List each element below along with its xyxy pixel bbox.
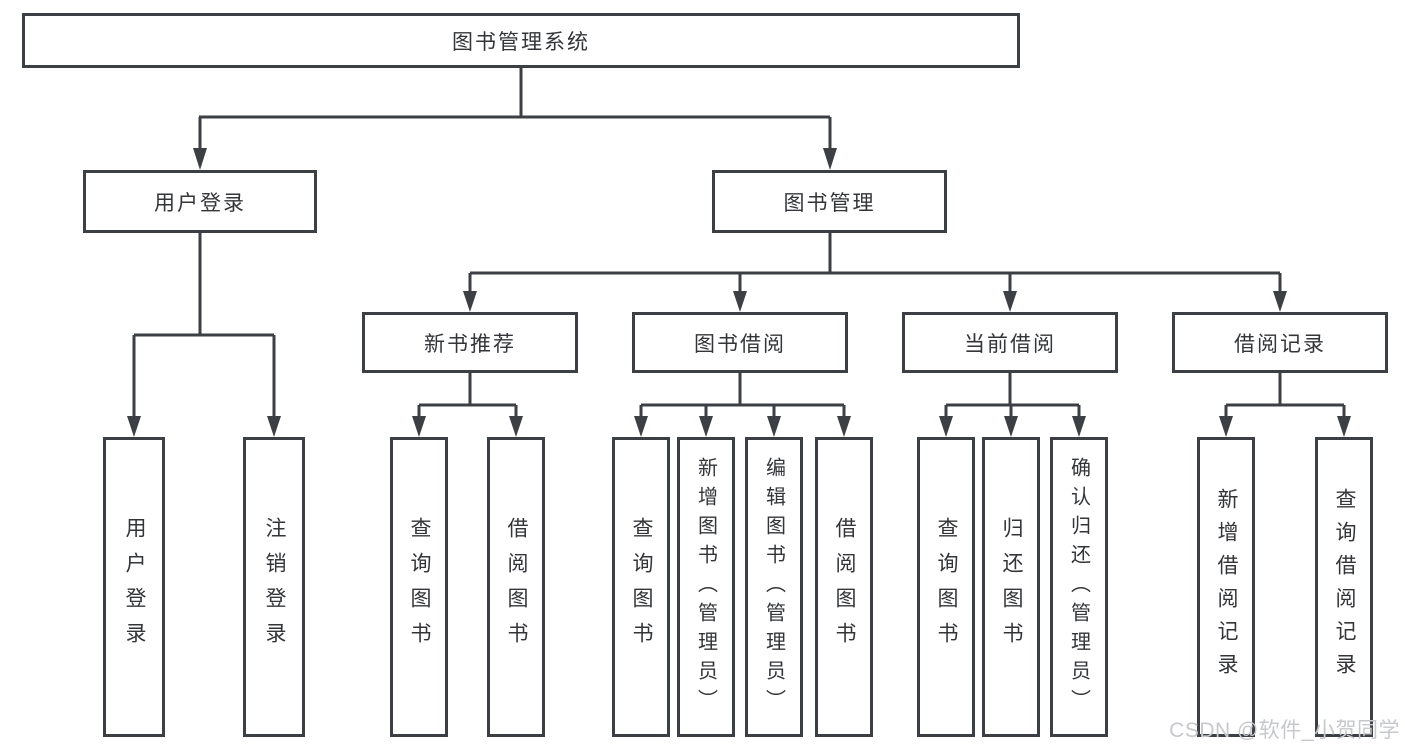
leaf-confirm-return-admin: 确认归还（管理员） (1050, 437, 1108, 737)
node-current-borrow: 当前借阅 (902, 312, 1118, 373)
leaf-recommend-query-books: 查询图书 (390, 437, 448, 737)
leaf-borrow-books-label: 借阅图书 (833, 517, 856, 657)
leaf-user-login: 用户登录 (103, 437, 165, 737)
node-book-management-label: 图书管理 (783, 191, 876, 215)
leaf-user-login-label: 用户登录 (123, 517, 146, 657)
node-root-label: 图书管理系统 (452, 30, 590, 54)
leaf-logout: 注销登录 (243, 437, 305, 737)
leaf-borrow-query-books-label: 查询图书 (630, 517, 653, 657)
leaf-edit-books-admin-label: 编辑图书（管理员） (762, 456, 785, 718)
leaf-current-query-books: 查询图书 (917, 437, 975, 737)
node-current-borrow-label: 当前借阅 (964, 332, 1056, 356)
leaf-edit-books-admin: 编辑图书（管理员） (745, 437, 803, 737)
leaf-add-borrow-record-label: 新增借阅记录 (1215, 488, 1238, 686)
leaf-current-query-books-label: 查询图书 (935, 517, 958, 657)
node-root: 图书管理系统 (22, 13, 1020, 68)
leaf-return-books-label: 归还图书 (1000, 517, 1023, 657)
arrowheads (127, 148, 1351, 437)
leaf-query-borrow-record-label: 查询借阅记录 (1333, 488, 1356, 686)
node-borrow-records-label: 借阅记录 (1234, 332, 1326, 356)
leaf-add-books-admin: 新增图书（管理员） (677, 437, 735, 737)
leaf-add-borrow-record: 新增借阅记录 (1197, 437, 1255, 737)
leaf-borrow-books: 借阅图书 (815, 437, 873, 737)
leaf-logout-label: 注销登录 (263, 517, 286, 657)
leaf-add-books-admin-label: 新增图书（管理员） (694, 456, 717, 718)
node-user-login-label: 用户登录 (154, 191, 246, 215)
node-book-management: 图书管理 (712, 170, 947, 233)
leaf-borrow-query-books: 查询图书 (612, 437, 670, 737)
leaf-recommend-borrow-books: 借阅图书 (487, 437, 545, 737)
csdn-watermark: CSDN @软件_小贺同学 (1169, 719, 1400, 742)
node-user-login: 用户登录 (83, 170, 317, 233)
node-borrow-records: 借阅记录 (1172, 312, 1388, 373)
node-book-borrow-label: 图书借阅 (694, 332, 786, 356)
node-book-borrow: 图书借阅 (632, 312, 848, 373)
leaf-recommend-borrow-books-label: 借阅图书 (505, 517, 528, 657)
leaf-recommend-query-books-label: 查询图书 (408, 517, 431, 657)
leaf-query-borrow-record: 查询借阅记录 (1315, 437, 1373, 737)
node-new-book-recommend-label: 新书推荐 (424, 332, 516, 356)
leaf-confirm-return-admin-label: 确认归还（管理员） (1067, 456, 1090, 718)
leaf-return-books: 归还图书 (982, 437, 1040, 737)
node-new-book-recommend: 新书推荐 (362, 312, 578, 373)
